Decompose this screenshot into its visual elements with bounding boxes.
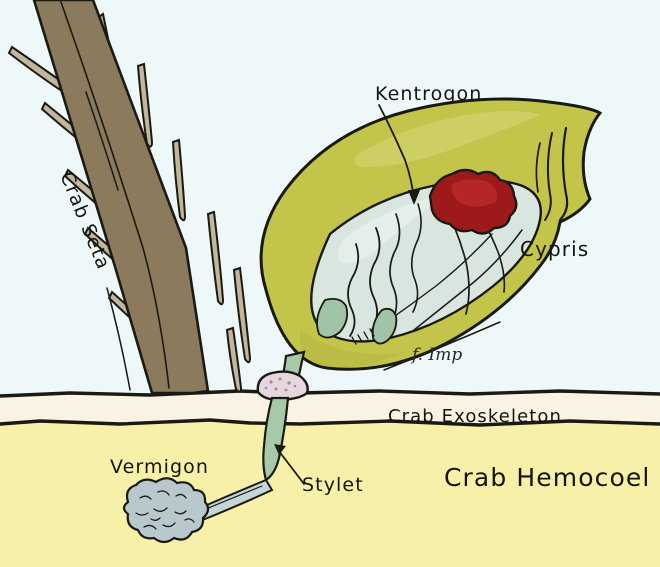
exoskeleton-top-edge <box>0 389 266 398</box>
carapace-fold-2 <box>544 132 553 221</box>
attachment-disc-speckles <box>264 377 297 392</box>
inner-wavy-line-1 <box>347 243 360 337</box>
bristle-3 <box>171 138 187 222</box>
appendage-fringe <box>351 328 375 345</box>
bristle-10 <box>232 266 252 364</box>
bristle-9 <box>206 210 225 306</box>
carapace-fold-3 <box>535 142 541 193</box>
vermigon-internal-marks <box>135 490 195 530</box>
seta-shaft-inner-line-1 <box>60 1 170 389</box>
appendage-patch-1 <box>316 297 349 339</box>
label-cypris: Cypris <box>520 237 589 261</box>
label-stylet: Stylet <box>302 474 364 496</box>
label-vermigon: Vermigon <box>110 456 209 478</box>
bristle-11 <box>225 326 243 393</box>
seta-shaft-inner-line-2 <box>85 91 119 191</box>
cypris-group <box>259 97 603 387</box>
label-layer: Crab Seta Kentrogon Cypris Crab Exoskele… <box>55 83 650 496</box>
label-crab-exoskeleton: Crab Exoskeleton <box>388 406 562 427</box>
signature-flourish <box>383 321 501 371</box>
bristle-2 <box>136 62 154 148</box>
attachment-disc <box>256 370 309 402</box>
inner-long-line-3 <box>413 229 523 331</box>
kentrogon-arrowhead <box>408 190 420 205</box>
carapace-fold-1 <box>558 126 569 222</box>
crab-exoskeleton-region <box>0 391 660 425</box>
inner-wavy-line-2 <box>369 227 381 331</box>
leader-lines <box>274 104 501 485</box>
seta-shaft <box>32 0 210 395</box>
label-kentrogon: Kentrogon <box>375 83 482 105</box>
inner-wavy-line-4 <box>410 203 422 313</box>
artist-signature: f. Imp <box>410 345 462 365</box>
exoskeleton-top-edge-right <box>298 389 660 396</box>
attachment-disc-group <box>256 370 309 402</box>
stylet-arrowhead <box>274 444 286 455</box>
kentrogon-leader-line <box>378 104 415 201</box>
carapace-shade-lower <box>299 330 404 368</box>
inner-wavy-line-3 <box>389 213 401 323</box>
inner-body-highlight <box>337 196 442 264</box>
kentrogon-highlight <box>451 179 497 207</box>
appendage-patch-2 <box>371 307 398 345</box>
stylet-vermigon-group <box>122 396 290 544</box>
label-crab-hemocoel: Crab Hemocoel <box>444 463 650 492</box>
crab-seta-group <box>7 0 252 395</box>
seta-shaft-inner-line-3 <box>106 287 131 391</box>
